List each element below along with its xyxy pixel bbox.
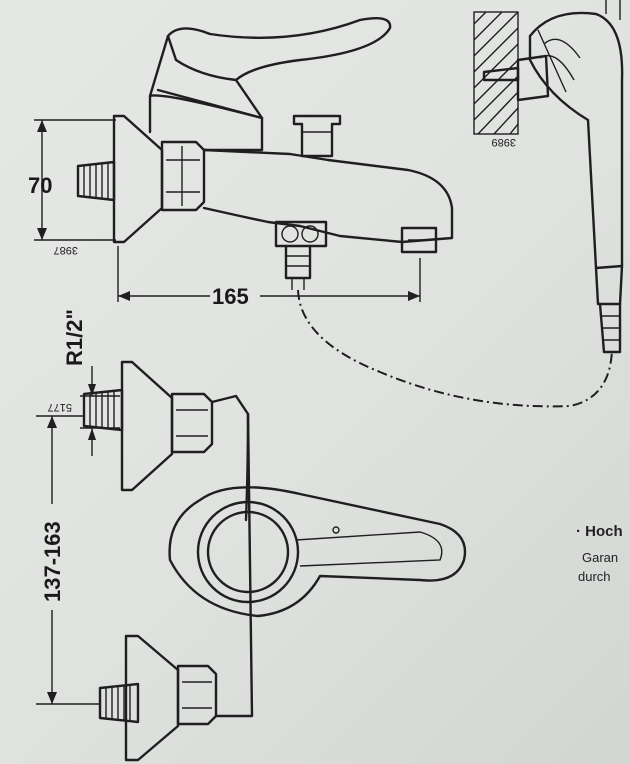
shower-handset: [473, 0, 624, 354]
faucet-side-view: [76, 17, 454, 290]
faucet-top-view: [80, 360, 467, 762]
side-text-line-1: Garan: [582, 550, 619, 565]
side-text-line-2: durch: [578, 569, 611, 584]
spacing-dimension: [36, 415, 100, 705]
wall-part-number: 5177: [48, 401, 72, 413]
mixer-part-number: 3987: [54, 244, 78, 256]
height-label: 70: [28, 173, 52, 198]
holder-part-number: 3989: [492, 136, 516, 148]
shower-hose: [297, 289, 613, 408]
spacing-label: 137-163: [40, 521, 65, 602]
height-dimension: [34, 119, 116, 241]
length-label: 165: [212, 284, 249, 309]
length-dimension: [117, 246, 421, 302]
side-heading: · Hoch: [576, 523, 623, 540]
thread-label: R1/2": [62, 309, 87, 366]
